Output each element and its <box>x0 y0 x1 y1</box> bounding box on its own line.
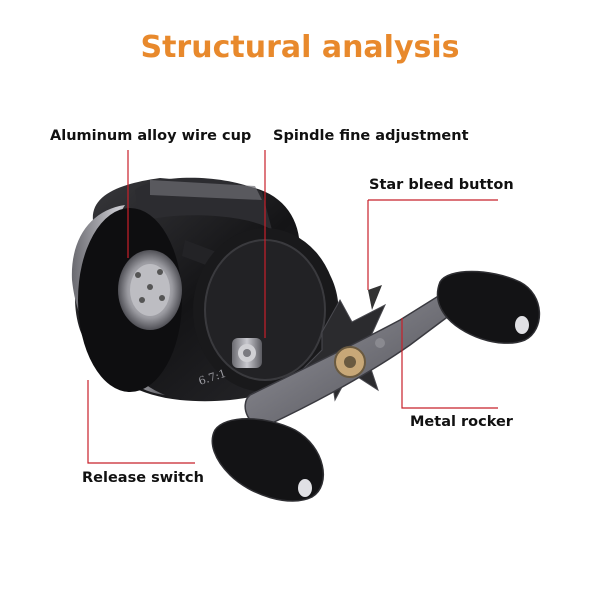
leader-metal-rocker <box>401 318 498 409</box>
label-spindle: Spindle fine adjustment <box>273 128 469 144</box>
label-metal-rocker: Metal rocker <box>410 414 513 430</box>
upper-knob <box>436 270 541 344</box>
leader-lines <box>87 150 498 464</box>
page-title: Structural analysis <box>140 30 460 65</box>
leader-release-switch <box>87 380 195 464</box>
lower-knob <box>211 418 325 502</box>
label-star-button: Star bleed button <box>369 177 514 193</box>
label-wire-cup: Aluminum alloy wire cup <box>50 128 252 144</box>
wire-cup <box>118 250 182 330</box>
spindle-knob <box>232 338 262 368</box>
label-release-switch: Release switch <box>82 470 204 486</box>
